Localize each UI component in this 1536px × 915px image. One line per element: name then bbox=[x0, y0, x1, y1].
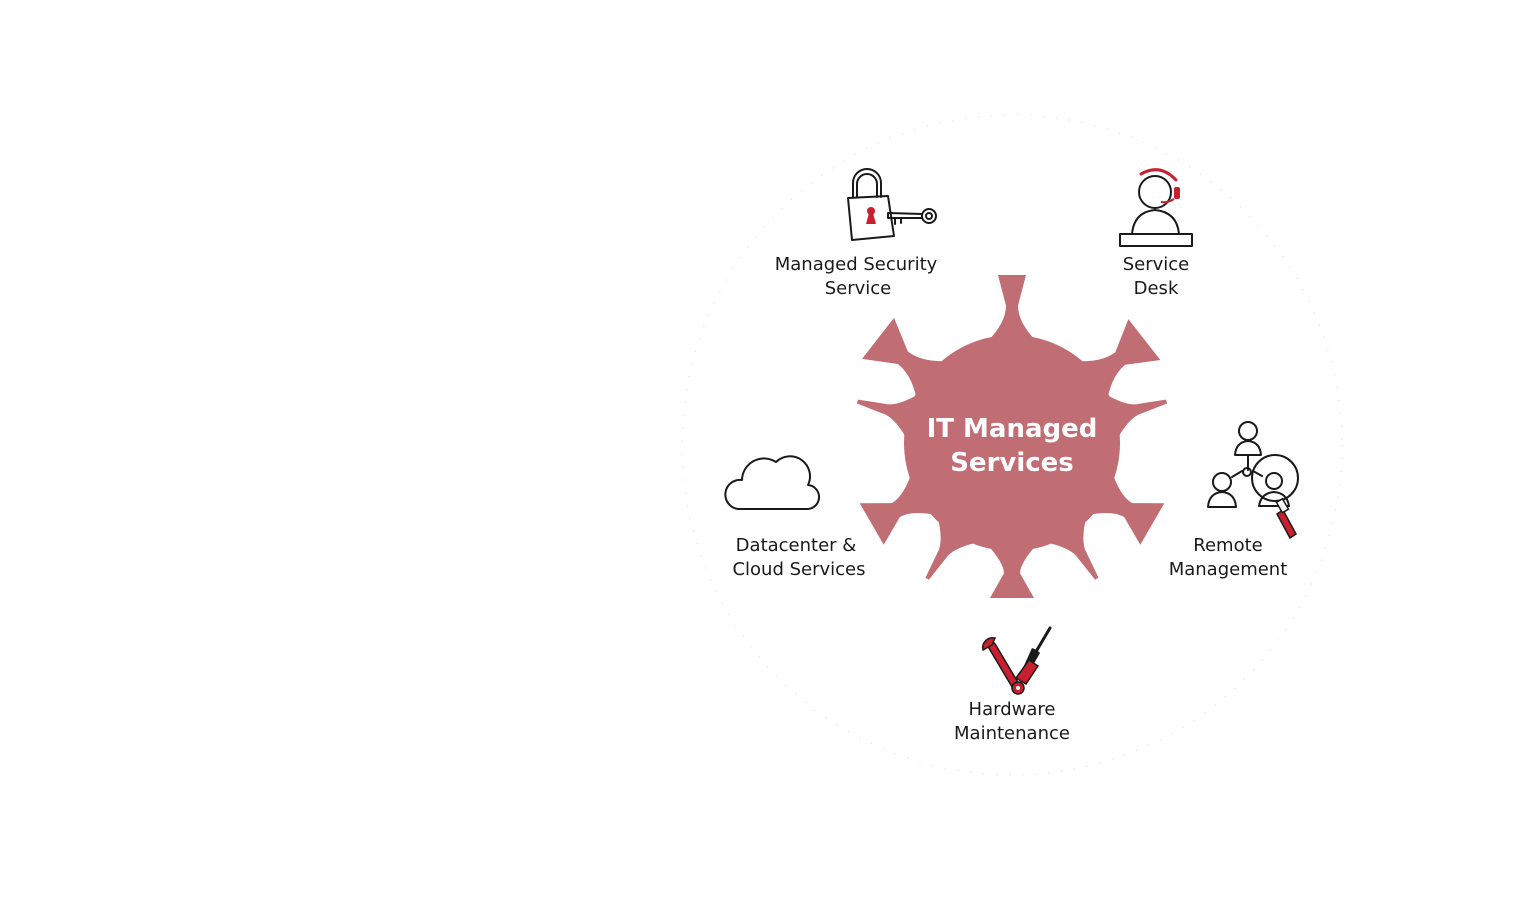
hub-title-line-2: Services bbox=[950, 448, 1074, 478]
hub-spike bbox=[986, 543, 1038, 598]
hub-circle bbox=[904, 335, 1120, 551]
node-datacenter-cloud: Datacenter & Cloud Services bbox=[724, 455, 866, 580]
hub-spike bbox=[925, 514, 982, 580]
hub-title-line-1: IT Managed bbox=[927, 414, 1098, 444]
node-service-desk: Service Desk bbox=[1119, 168, 1193, 299]
security-label-line-1: Managed Security bbox=[775, 254, 938, 275]
wrench-screwdriver-icon bbox=[981, 626, 1052, 695]
security-label-line-2: Service bbox=[825, 278, 892, 299]
datacenter-label-line-1: Datacenter & bbox=[736, 535, 857, 556]
node-hardware-maintenance: Hardware Maintenance bbox=[954, 626, 1070, 744]
hardware-label-line-1: Hardware bbox=[969, 699, 1056, 720]
padlock-key-icon bbox=[847, 168, 937, 241]
datacenter-label-line-2: Cloud Services bbox=[732, 559, 865, 580]
remote-network-icon bbox=[1207, 421, 1299, 540]
node-managed-security: Managed Security Service bbox=[775, 168, 938, 299]
central-hub: IT Managed Services bbox=[856, 275, 1168, 598]
service-desk-label-line-2: Desk bbox=[1134, 278, 1179, 299]
headset-agent-icon bbox=[1119, 168, 1193, 247]
remote-label-line-1: Remote bbox=[1193, 535, 1262, 556]
hub-spike bbox=[1042, 514, 1099, 580]
service-desk-label-line-1: Service bbox=[1123, 254, 1190, 275]
remote-label-line-2: Management bbox=[1169, 559, 1288, 580]
hardware-label-line-2: Maintenance bbox=[954, 723, 1070, 744]
cloud-icon bbox=[724, 455, 820, 511]
hub-spike bbox=[986, 275, 1038, 343]
node-remote-management: Remote Management bbox=[1169, 421, 1299, 580]
outer-dotted-ring bbox=[681, 114, 1343, 776]
